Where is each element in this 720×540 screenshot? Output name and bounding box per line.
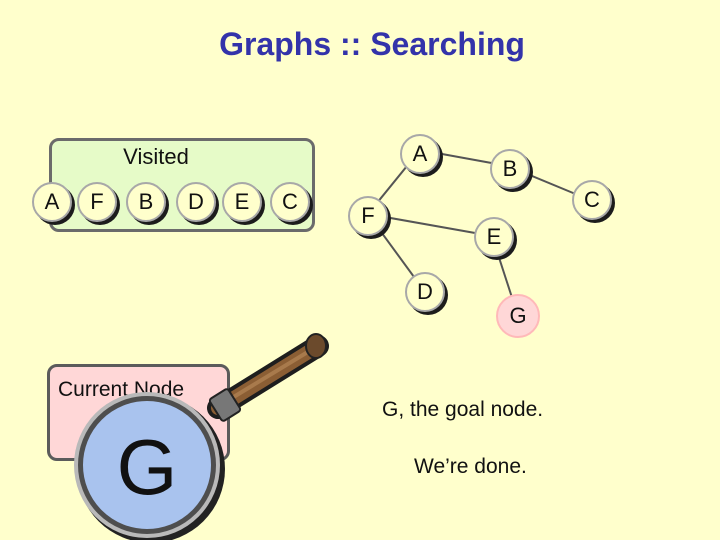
visited-node: A [32,182,72,222]
graph-node-a: A [400,134,440,174]
visited-node: F [77,182,117,222]
visited-node: C [270,182,310,222]
message-done: We’re done. [414,455,527,478]
visited-node: B [126,182,166,222]
visited-label: Visited [123,144,189,169]
graph-node-e: E [474,217,514,257]
graph-node-c: C [572,180,612,220]
visited-node: D [176,182,216,222]
graph-node-g-goal: G [496,294,540,338]
edge-f-e [367,213,493,237]
current-node-value: G [116,422,178,511]
graph-node-b: B [490,149,530,189]
visited-node: E [222,182,262,222]
magnifier-lens-icon: G [78,396,216,534]
graph-node-f: F [348,196,388,236]
page-title: Graphs :: Searching [219,26,525,62]
graph-node-d: D [405,272,445,312]
current-node-label: Current Node [58,378,185,401]
message-goal: G, the goal node. [382,398,544,421]
